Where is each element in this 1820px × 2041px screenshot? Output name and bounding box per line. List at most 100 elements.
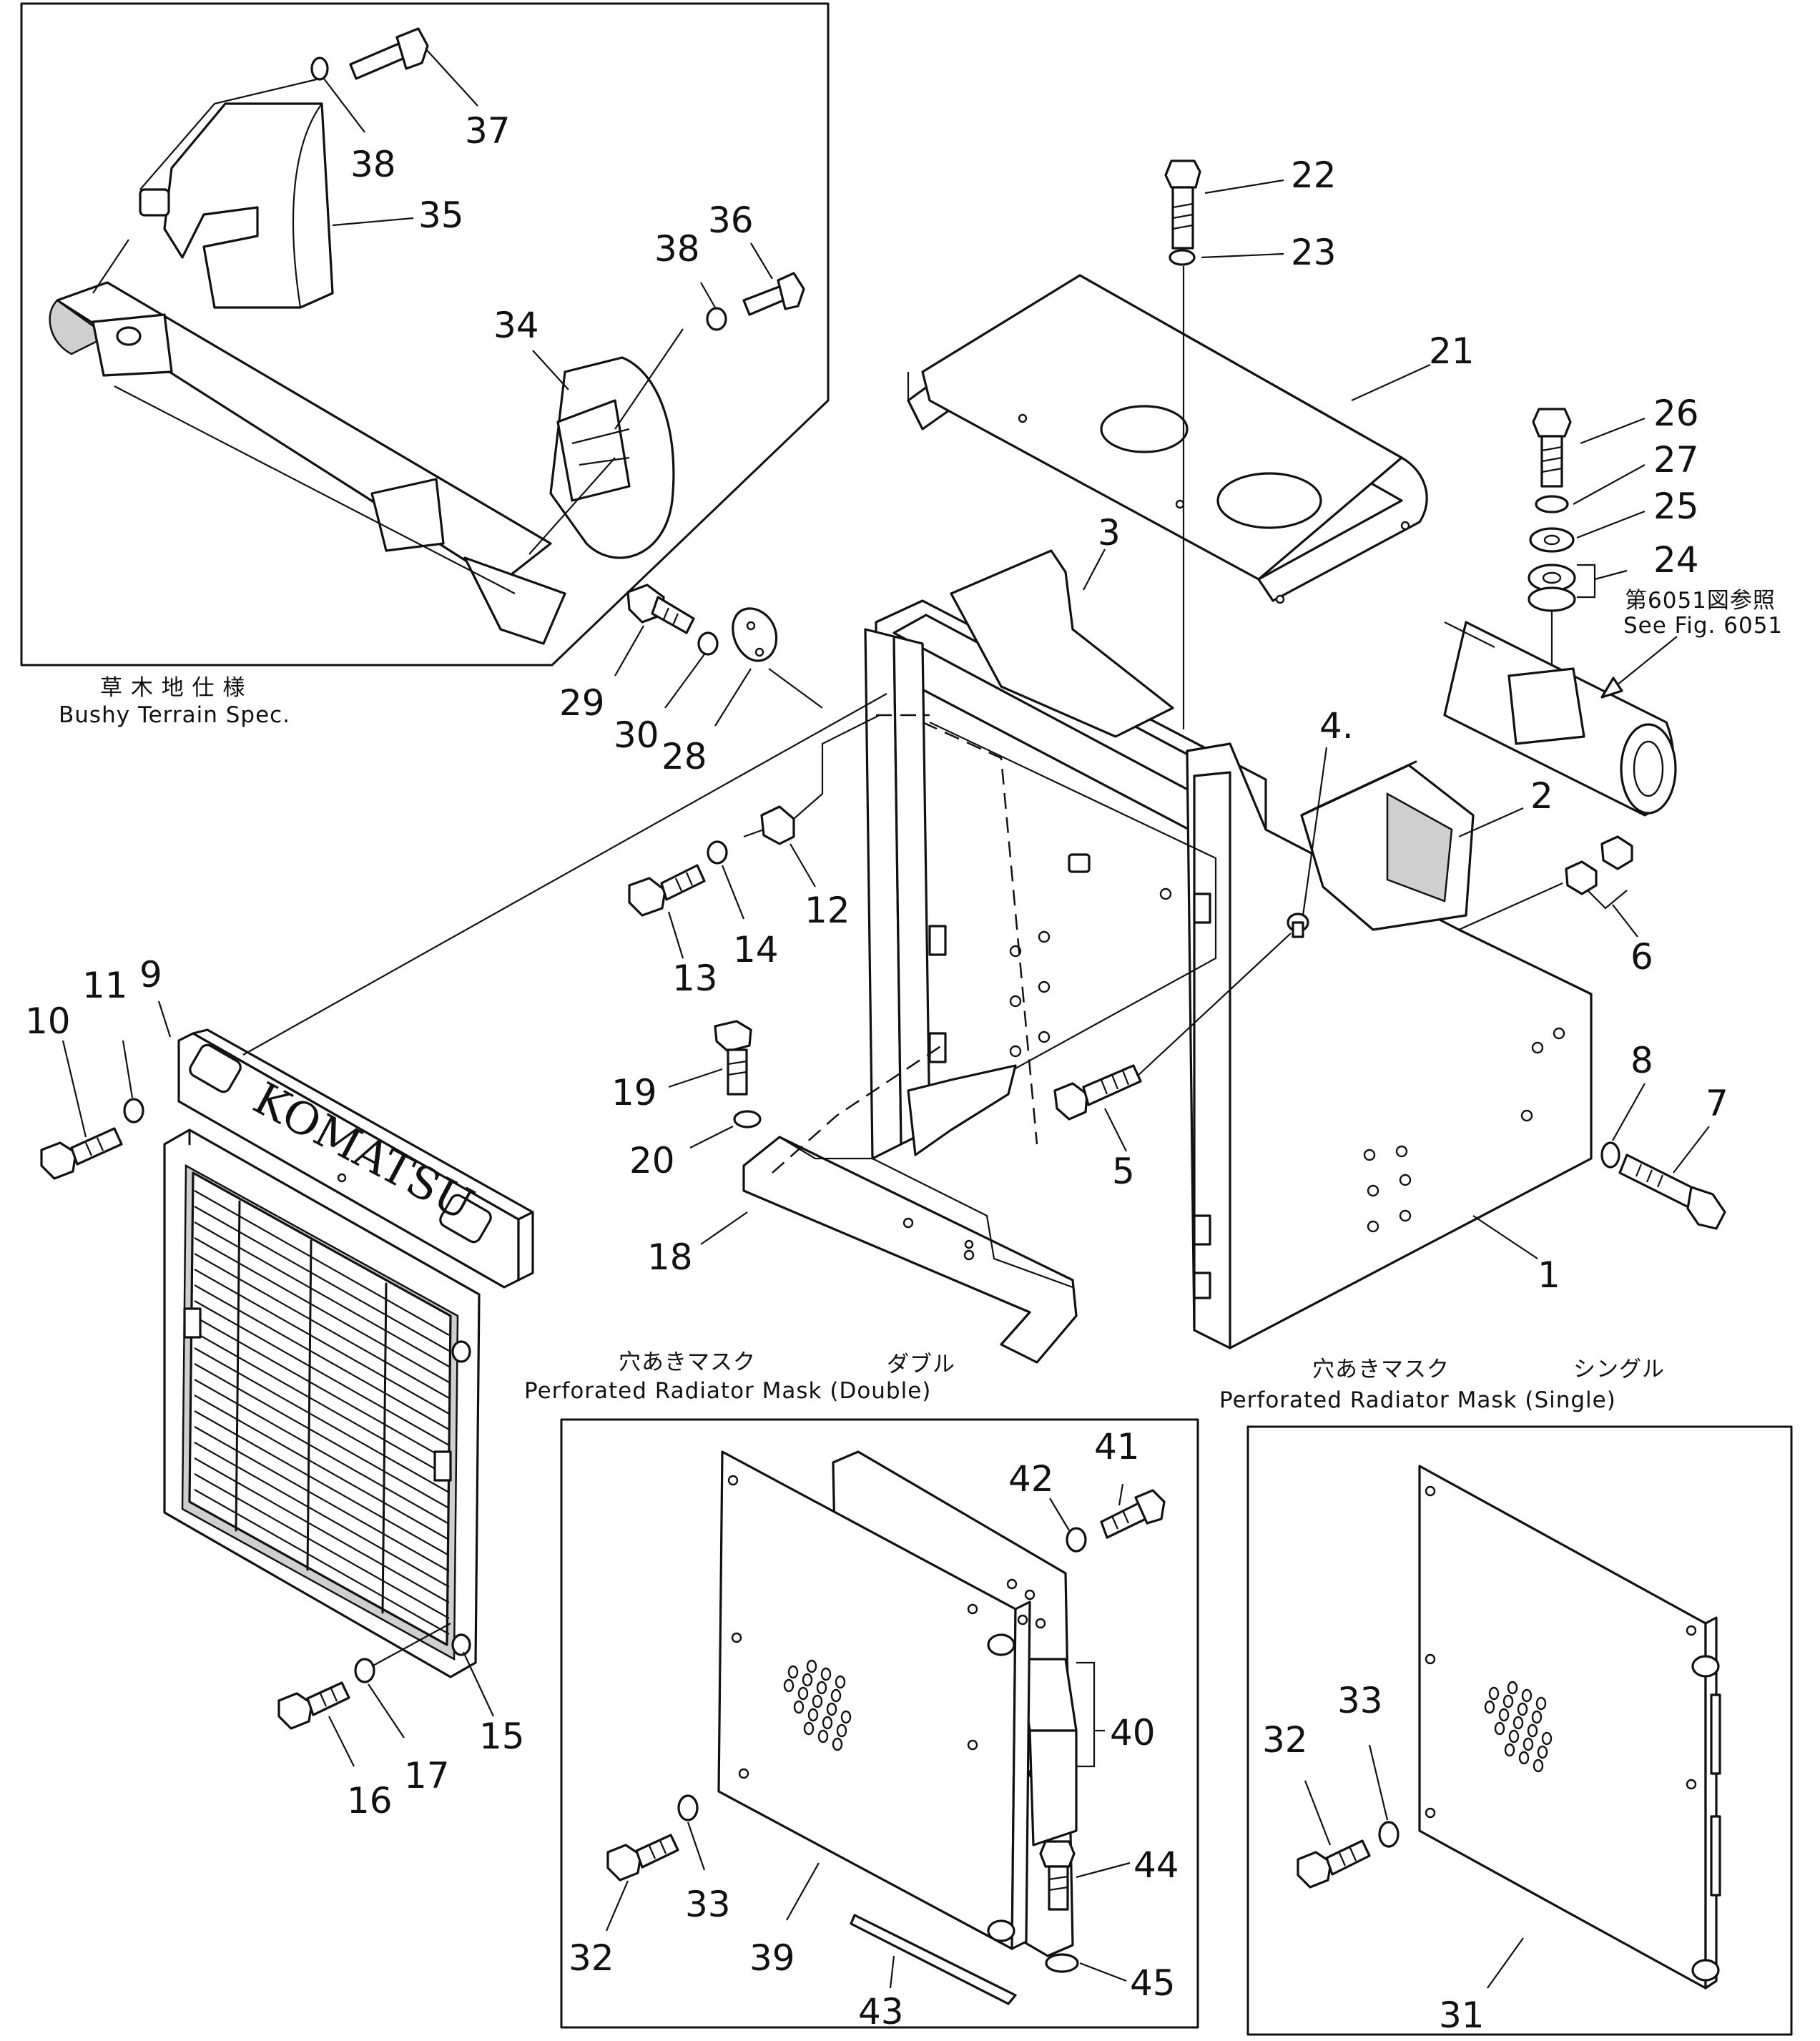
guard-35 xyxy=(139,102,334,309)
label-1: 1 xyxy=(1538,1254,1560,1296)
bolt-19 xyxy=(714,1020,752,1096)
bolt-36 xyxy=(742,272,805,316)
washer-20 xyxy=(733,1110,762,1128)
perforation-hole xyxy=(822,1716,833,1730)
washer-17 xyxy=(354,1658,375,1683)
perforation-hole xyxy=(802,1673,813,1687)
label-12: 12 xyxy=(805,890,850,931)
bushy-caption-jp: 草 木 地 仕 様 xyxy=(100,675,245,701)
label-21: 21 xyxy=(1429,330,1475,372)
label-45: 45 xyxy=(1130,1962,1176,2004)
perforation-hole xyxy=(1533,1759,1544,1773)
guard-34 xyxy=(549,356,675,559)
label-17: 17 xyxy=(404,1755,450,1796)
label-27: 27 xyxy=(1653,439,1699,481)
front-grille xyxy=(163,1128,481,1678)
perforation-hole xyxy=(1537,1745,1548,1759)
label-37: 37 xyxy=(465,110,511,152)
label-2: 2 xyxy=(1530,775,1553,817)
bolt-37 xyxy=(349,27,429,80)
label-40: 40 xyxy=(1110,1712,1156,1754)
perforation-hole xyxy=(836,1723,847,1738)
perforation-hole xyxy=(832,1737,843,1751)
label-32a: 32 xyxy=(569,1937,614,1979)
washer-33a xyxy=(677,1794,699,1821)
perforation-hole xyxy=(817,1729,829,1744)
washer-38a xyxy=(310,56,329,81)
clip-12 xyxy=(743,805,795,845)
louver-slat xyxy=(194,1284,450,1430)
louver-slat xyxy=(194,1410,450,1556)
louver-slat xyxy=(194,1473,450,1619)
see-fig-en: See Fig. 6051 xyxy=(1623,613,1783,639)
label-36: 36 xyxy=(708,200,754,241)
cover-plate-28 xyxy=(732,607,778,662)
perforation-hole xyxy=(806,1659,817,1673)
bracket-18 xyxy=(742,1043,1078,1364)
perforation-hole xyxy=(835,1675,846,1689)
bolt-13 xyxy=(628,864,706,917)
perforation-hole xyxy=(1518,1751,1530,1765)
perforation-hole xyxy=(1504,1743,1515,1757)
perforation-hole xyxy=(1507,1681,1518,1695)
double-caption-jp-2: ダブル xyxy=(887,1352,955,1377)
double-caption-en: Perforated Radiator Mask (Double) xyxy=(524,1378,931,1404)
single-mask-inset xyxy=(1246,1425,1793,2036)
label-18: 18 xyxy=(647,1236,693,1278)
boom-cylinder xyxy=(49,281,566,645)
louver-slat xyxy=(194,1395,450,1540)
grille-louvers xyxy=(194,1190,450,1635)
bolt-16 xyxy=(277,1681,350,1730)
perforation-hole xyxy=(803,1721,815,1736)
label-35: 35 xyxy=(418,195,464,236)
perforation-hole xyxy=(1502,1694,1514,1708)
label-3: 3 xyxy=(1098,512,1121,554)
label-9: 9 xyxy=(139,954,162,995)
radiator-guard-frame xyxy=(864,549,1593,1349)
perforation-hole xyxy=(1488,1686,1500,1701)
bolt-22 xyxy=(1164,159,1201,250)
washer-45 xyxy=(1045,1953,1079,1973)
bushing-24 xyxy=(1528,564,1576,612)
perforation-hole xyxy=(1531,1710,1543,1724)
bushy-caption-en: Bushy Terrain Spec. xyxy=(59,702,290,728)
perforation-hole xyxy=(1523,1737,1534,1751)
top-cover-21 xyxy=(907,274,1428,604)
perforation-hole xyxy=(826,1702,837,1716)
label-30: 30 xyxy=(614,714,659,756)
lower-bracket xyxy=(907,1064,1017,1156)
bolt-32a xyxy=(606,1834,679,1882)
louver-slat xyxy=(194,1332,450,1477)
single-caption-en: Perforated Radiator Mask (Single) xyxy=(1219,1387,1616,1413)
pin-4 xyxy=(1287,913,1309,938)
washer-38b xyxy=(706,307,727,331)
label-5: 5 xyxy=(1112,1151,1135,1192)
louver-slat xyxy=(194,1442,450,1588)
lift-cylinder-ref xyxy=(1443,621,1677,817)
louver-slat xyxy=(194,1221,450,1367)
perforation-hole xyxy=(1484,1700,1495,1714)
perforation-pattern-single xyxy=(1484,1681,1553,1773)
label-33a: 33 xyxy=(685,1884,731,1925)
nuts-6 xyxy=(1565,835,1633,895)
perforation-pattern-double xyxy=(783,1659,852,1751)
label-22: 22 xyxy=(1291,154,1337,196)
perforation-hole xyxy=(812,1694,823,1708)
label-39: 39 xyxy=(749,1937,795,1979)
label-43: 43 xyxy=(858,1991,904,2032)
label-13: 13 xyxy=(672,958,718,999)
perforation-hole xyxy=(1508,1729,1520,1744)
label-16: 16 xyxy=(347,1780,393,1821)
louver-slat xyxy=(194,1379,450,1525)
perforation-hole xyxy=(830,1688,842,1703)
label-26: 26 xyxy=(1653,393,1699,434)
perforation-hole xyxy=(1494,1721,1505,1736)
see-fig-jp: 第6051図参照 xyxy=(1625,588,1776,614)
label-38a: 38 xyxy=(350,144,396,185)
label-41: 41 xyxy=(1094,1426,1140,1467)
washer-30 xyxy=(697,631,719,656)
louver-slat xyxy=(194,1253,450,1399)
perforation-hole xyxy=(1517,1702,1528,1716)
washer-8 xyxy=(1600,1141,1620,1169)
